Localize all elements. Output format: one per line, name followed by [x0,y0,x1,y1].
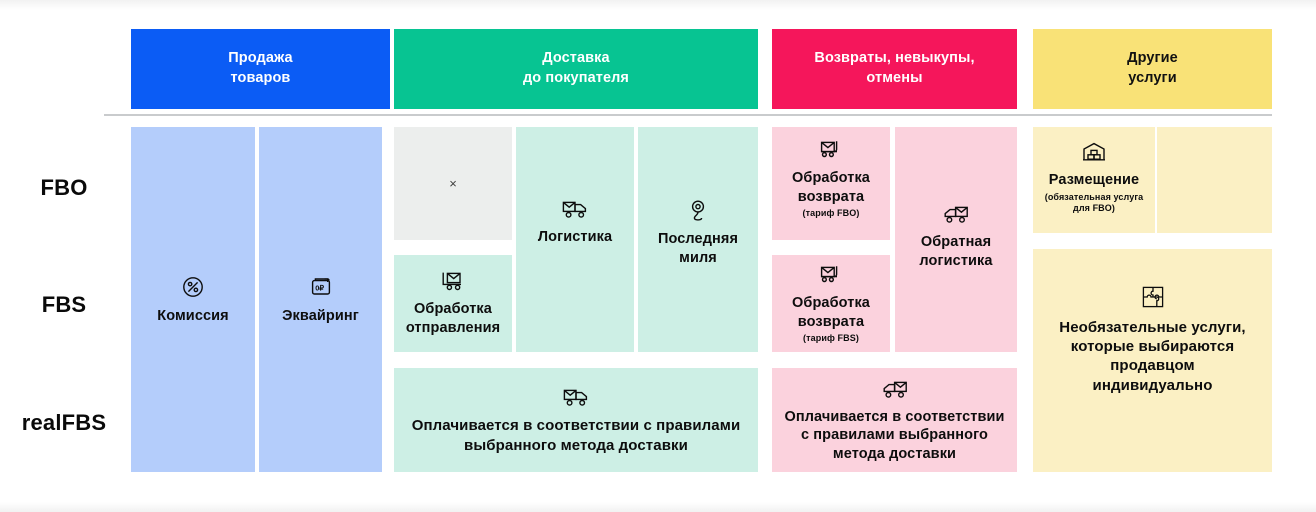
row-label-fbo: FBO [0,148,128,228]
cell-placement-title: Размещение [1048,172,1140,188]
header-returns-label: Возвраты, невыкупы,отмены [814,50,975,86]
cell-optional-services-title: Необязательные услуги,которые выбираются… [1059,319,1246,394]
cell-commission[interactable]: Комиссия [131,127,255,472]
row-label-realfbs-text: realFBS [21,410,107,435]
row-label-realfbs: realFBS [0,383,128,463]
cell-other-services-filler [1157,127,1272,233]
delivery-truck-icon [560,197,590,221]
cell-acquiring-title: Эквайринг [282,307,359,324]
cell-optional-services[interactable]: Необязательные услуги,которые выбираются… [1033,249,1272,472]
cell-logistics-title: Логистика [537,229,613,245]
row-label-fbo-text: FBO [40,175,88,200]
percent-circle-icon [180,274,206,300]
header-content-divider [104,114,1272,116]
row-label-fbs-text: FBS [41,292,87,317]
header-returns: Возвраты, невыкупы,отмены [772,29,1017,109]
cell-commission-title: Комиссия [157,307,229,324]
map-pin-icon [686,197,710,223]
parcel-cart-icon [439,269,467,293]
cell-fbo-shipping-na: × [394,127,512,240]
cell-acquiring[interactable]: 0₽ Эквайринг [259,127,382,472]
page-top-edge [0,0,1316,10]
delivery-truck-icon [561,385,591,409]
page-bottom-edge [0,502,1316,512]
cell-logistics[interactable]: Логистика [516,127,634,352]
return-parcel-cart-icon [817,138,845,162]
cell-return-fbo-subtitle: (тариф FBO) [802,208,860,219]
reverse-truck-icon [941,202,971,226]
reverse-truck-icon [880,377,910,401]
return-parcel-cart-icon [817,263,845,287]
cell-return-fbs-subtitle: (тариф FBS) [803,333,859,344]
puzzle-icon [1139,283,1167,311]
card-zero-rub-icon: 0₽ [308,274,334,300]
svg-text:0₽: 0₽ [315,283,324,292]
row-label-fbs: FBS [0,265,128,345]
cell-fbo-shipping-na-title: × [449,176,457,191]
warehouse-icon [1080,140,1108,164]
